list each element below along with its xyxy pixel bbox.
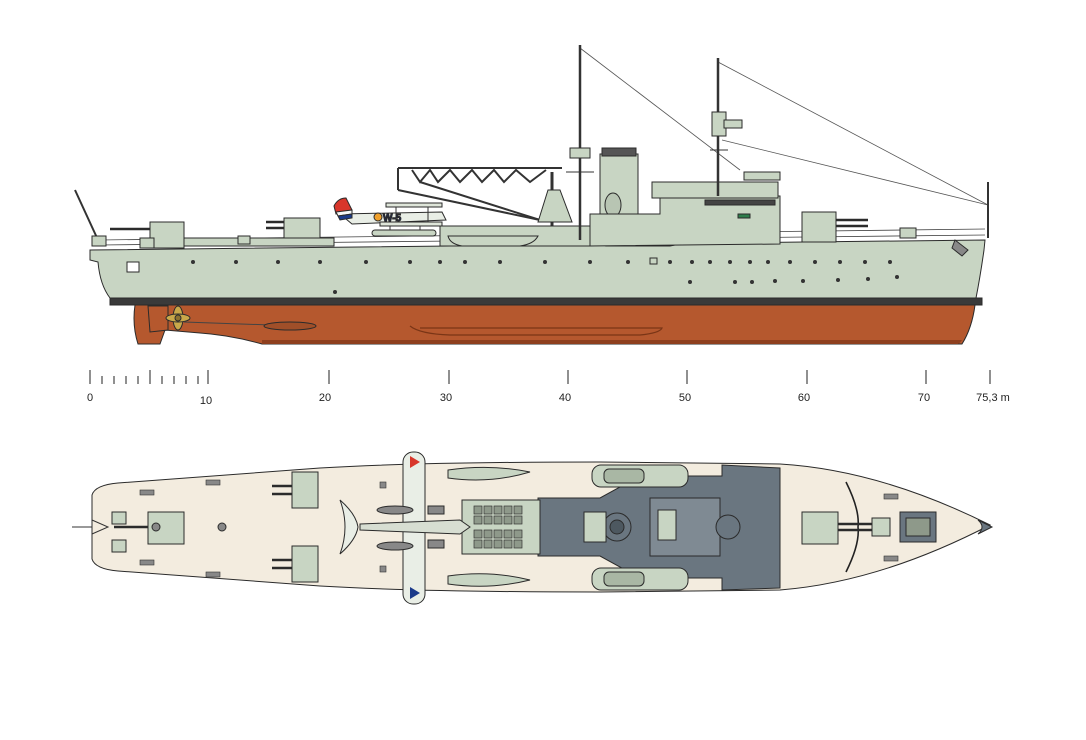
forward-gun-plan: [801, 511, 876, 545]
scale-labels: 0 10 20 30 40 50 60 70 75,3 m: [87, 392, 1010, 407]
bridge-windows: [704, 199, 776, 206]
deck-vent-plan: [217, 522, 227, 532]
seaplane-roundel: [373, 212, 383, 222]
stern-fitting-stbd: [111, 539, 127, 553]
lifeboat-plan-stbd-aft: [447, 573, 531, 587]
rigging: [579, 47, 989, 206]
fore-mast-plan: [715, 514, 741, 540]
hull-hatch: [649, 257, 658, 265]
aft-gun-turret: [110, 221, 185, 249]
seaplane-fuselage: [338, 211, 447, 225]
aft-gun-plan: [114, 511, 185, 545]
scale-label-70: 70: [918, 392, 930, 404]
lifeboat-aft: [447, 235, 539, 247]
seaplane-plan: [339, 451, 471, 605]
seaplane: W-5: [333, 197, 447, 237]
midship-equipment-plan: [583, 511, 607, 543]
seaplane-float: [371, 229, 437, 237]
lifeboat-plan-port-aft: [447, 466, 531, 481]
stern-fitting-port: [111, 511, 127, 525]
stern-winch: [91, 235, 107, 247]
stern-staff: [74, 189, 99, 241]
bollards-plan: [139, 479, 899, 578]
portholes: [191, 260, 899, 294]
stern-window: [126, 261, 140, 273]
forward-gun-turret: [801, 211, 868, 243]
main-mast: [566, 45, 594, 240]
scale-label-20: 20: [319, 392, 331, 404]
hull-upper: [89, 239, 986, 299]
seaplane-plan-float-port: [376, 505, 414, 515]
aircraft-code-label: W-5: [383, 213, 402, 224]
seaplane-tail-roundel: [333, 197, 353, 221]
stern-staff-plan: [72, 519, 110, 535]
seaplane-upper-wing: [385, 202, 443, 208]
deck-plan: [72, 451, 994, 605]
side-profile: W-5: [74, 45, 989, 345]
scale-label-10: 10: [200, 395, 212, 407]
bilge-keel: [409, 325, 663, 336]
scale-label-0: 0: [87, 392, 93, 404]
scale-label-40: 40: [559, 392, 571, 404]
crane-tower: [537, 189, 573, 223]
scale-label-50: 50: [679, 392, 691, 404]
chart-house-plan: [657, 509, 677, 541]
anchor-windlass-plan: [871, 511, 937, 543]
seaplane-plan-float-stbd: [376, 541, 414, 551]
funnel-cap-plan: [609, 519, 625, 535]
boot-topping: [109, 297, 983, 306]
fore-mast: [710, 58, 743, 196]
bridge-top: [651, 181, 779, 199]
aft-locker: [237, 235, 251, 245]
funnel: [599, 147, 639, 225]
hull-underwater: [133, 304, 976, 345]
bridge-superstructure: [589, 195, 781, 247]
bridge-nameplate: [737, 213, 751, 219]
crane-grid-plan: [473, 505, 523, 549]
rangefinder: [743, 171, 781, 181]
scale-label-60: 60: [798, 392, 810, 404]
forecastle-break: [845, 481, 860, 573]
scale-label-30: 30: [440, 392, 452, 404]
hull-lower-shade: [262, 340, 962, 344]
anchor-gear: [899, 227, 969, 257]
shaft-bracket: [263, 321, 317, 331]
seaplane-plan-tail: [339, 499, 359, 555]
scale-bar: [89, 370, 991, 384]
seaplane-lower-wing: [379, 221, 443, 227]
rudder: [147, 305, 169, 333]
propeller: [165, 305, 191, 331]
bow-tip: [977, 519, 994, 535]
aft-twin-gun-plan-stbd: [272, 545, 319, 583]
scale-unit-label: 75,3 m: [976, 392, 1010, 404]
aft-deckhouse: [183, 237, 335, 247]
aircraft-crane: [397, 167, 562, 230]
aft-twin-gun-plan-port: [272, 471, 319, 509]
seaplane-plan-fuselage: [359, 519, 471, 535]
